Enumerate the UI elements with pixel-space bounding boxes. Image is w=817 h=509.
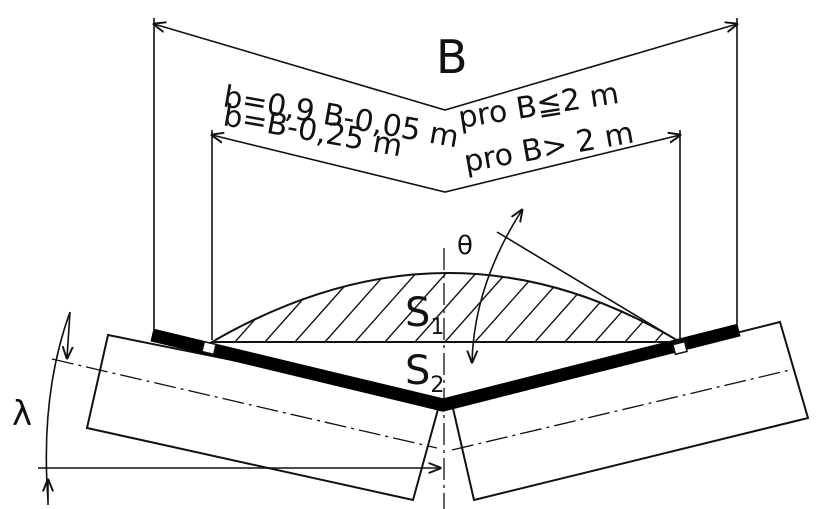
surcharge-slope-line xyxy=(496,231,681,343)
lambda-angle-arc xyxy=(45,311,71,501)
label-s1-main: S xyxy=(405,290,430,336)
conveyor-belt xyxy=(150,323,741,412)
load-hatching xyxy=(225,273,680,342)
label-lambda: λ xyxy=(12,394,32,434)
label-s1-sub: 1 xyxy=(430,315,444,340)
small-b-dimension-line xyxy=(212,135,680,193)
label-s2-sub: 2 xyxy=(430,373,444,398)
label-B: B xyxy=(436,30,468,84)
load-surcharge-s1 xyxy=(208,272,684,343)
theta-angle-arc xyxy=(472,210,522,362)
lambda-arrow-top xyxy=(67,311,70,358)
b-dimension-line xyxy=(154,24,737,111)
label-theta: θ xyxy=(457,231,473,261)
right-idler-roller xyxy=(450,320,810,502)
right-belt-edge-marker xyxy=(672,340,688,356)
label-s1: S1 xyxy=(405,290,444,340)
label-s2: S2 xyxy=(405,348,444,398)
left-roller-axis xyxy=(51,358,438,449)
left-belt-edge-marker xyxy=(201,340,217,356)
right-roller-axis xyxy=(451,369,791,451)
label-s2-main: S xyxy=(405,348,430,394)
